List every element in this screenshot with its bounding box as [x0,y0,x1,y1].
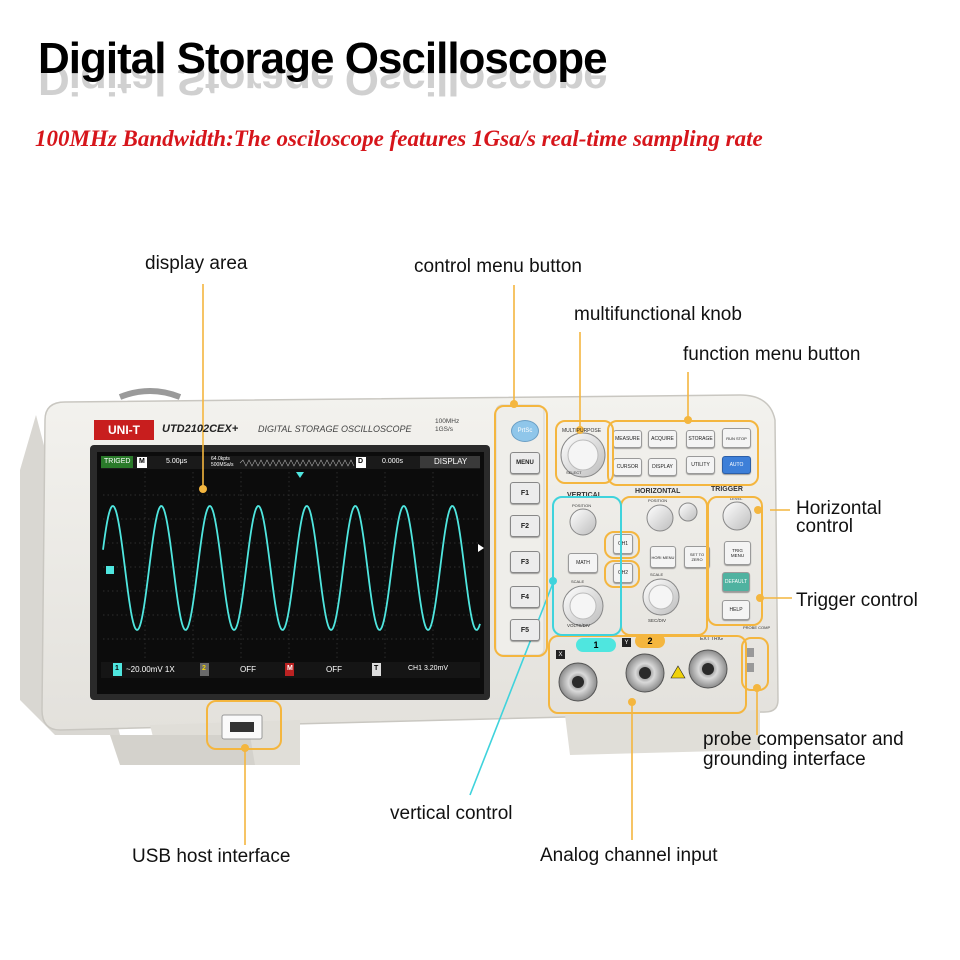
function-menu-button-callout: function menu button [683,344,861,365]
ch1-select-highlight [604,531,640,559]
horizontal-scale-label: SCALE [650,572,664,577]
trigger-control-callout: Trigger control [796,590,918,611]
function-menu-highlight [607,420,759,486]
horizontal-position-label: POSITION [648,498,668,503]
display-menu-title: DISPLAY [434,457,468,466]
horizontal-control-callout-line1: Horizontal [796,498,882,519]
probe-compensator-callout-line1: probe compensator and [703,729,904,750]
f1-button[interactable]: F1 [510,482,540,504]
spec-sample-rate: 1GS/s [435,426,454,433]
help-button[interactable]: HELP [722,600,750,620]
usb-highlight [206,700,282,750]
spec-bandwidth: 100MHz [435,418,460,425]
control-menu-highlight [494,405,548,657]
horizontal-section-label: HORIZONTAL [635,488,681,495]
mode-badge: M [139,458,145,465]
menu-button[interactable]: MENU [510,452,540,474]
memory-depth: 64.0kpts [211,456,230,462]
math-readout: OFF [326,665,342,674]
trigger-level-label: LEVEL [730,496,743,501]
trigger-readout: CH1 3.20mV [408,665,449,672]
analog-input-highlight [548,635,747,714]
display-area-callout: display area [145,253,248,274]
utility-button[interactable]: UTILITY [686,456,715,474]
acquire-button[interactable]: ACQUIRE [648,430,677,448]
analog-channel-input-callout: Analog channel input [540,845,718,866]
default-button[interactable]: DEFAULT [722,572,750,592]
vertical-section-label: VERTICAL [567,492,602,499]
ch2-badge: 2 [202,665,206,672]
trig-menu-button[interactable]: TRIG MENU [724,541,751,565]
ch2-input-badge: 2 [635,634,665,648]
brand-logo: UNI-T [94,420,154,440]
trigger-control-highlight [707,496,763,626]
page-title: Digital Storage Oscilloscope [38,34,608,83]
ch1-badge: 1 [115,665,119,672]
usb-host-interface-callout: USB host interface [132,846,291,867]
f2-button[interactable]: F2 [510,515,540,537]
page-subtitle: 100MHz Bandwidth:The osciloscope feature… [35,126,763,151]
sec-div-label: SEC/DIV [648,618,667,623]
multipurpose-label: MULTIPURPOSE [562,428,602,434]
hori-menu-button[interactable]: HORI MENU [650,546,676,568]
display-button[interactable]: DISPLAY [648,458,677,476]
ch1-button[interactable]: CH1 [613,534,633,554]
probe-comp-highlight [741,637,769,691]
storage-button[interactable]: STORAGE [686,430,715,448]
model-label: UTD2102CEX+ [162,423,239,435]
y-input-label: Y [622,638,631,647]
trigger-status: TRIGED [104,458,131,465]
f3-button[interactable]: F3 [510,551,540,573]
select-label: SELECT [566,470,582,475]
math-badge: M [287,665,293,672]
set-to-zero-button[interactable]: SET TO ZERO [684,546,710,568]
vertical-position-label: POSITION [572,503,592,508]
trigger-badge: T [374,665,379,672]
control-menu-button-callout: control menu button [414,256,582,277]
x-input-label: X [556,650,565,659]
multifunctional-knob-callout: multifunctional knob [574,304,742,325]
device-caption: DIGITAL STORAGE OSCILLOSCOPE [258,424,412,434]
ch1-input-badge: 1 [576,638,616,652]
multifunction-knob-highlight [555,420,614,484]
trigger-section-label: TRIGGER [711,486,743,493]
f5-button[interactable]: F5 [510,619,540,641]
ch2-button[interactable]: CH2 [613,563,633,583]
math-button[interactable]: MATH [568,553,598,573]
vertical-scale-label: SCALE [571,579,585,584]
delay-badge: D [358,458,364,465]
probe-comp-label: PROBE COMP [743,625,771,630]
ext-trig-label: EXT TRIG [700,636,723,642]
run-stop-button[interactable]: RUN STOP [722,428,751,448]
ch2-select-highlight [604,560,640,588]
f4-button[interactable]: F4 [510,586,540,608]
timebase-readout: 5.00μs [166,458,188,465]
prtsc-button[interactable]: PrtSc [511,420,539,442]
delay-readout: 0.000s [382,458,404,465]
volts-div-label: VOLTS/DIV [567,623,591,628]
auto-button[interactable]: AUTO [722,456,751,474]
vertical-control-highlight [552,496,622,636]
ch1-readout: ~20.00mV 1X [126,665,175,674]
horizontal-control-callout-line2: control [796,516,854,537]
vertical-control-callout: vertical control [390,803,513,824]
ch2-readout: OFF [240,665,256,674]
probe-compensator-callout-line2: grounding interface [703,749,866,770]
sample-rate-readout: 500MSa/s [211,462,234,468]
